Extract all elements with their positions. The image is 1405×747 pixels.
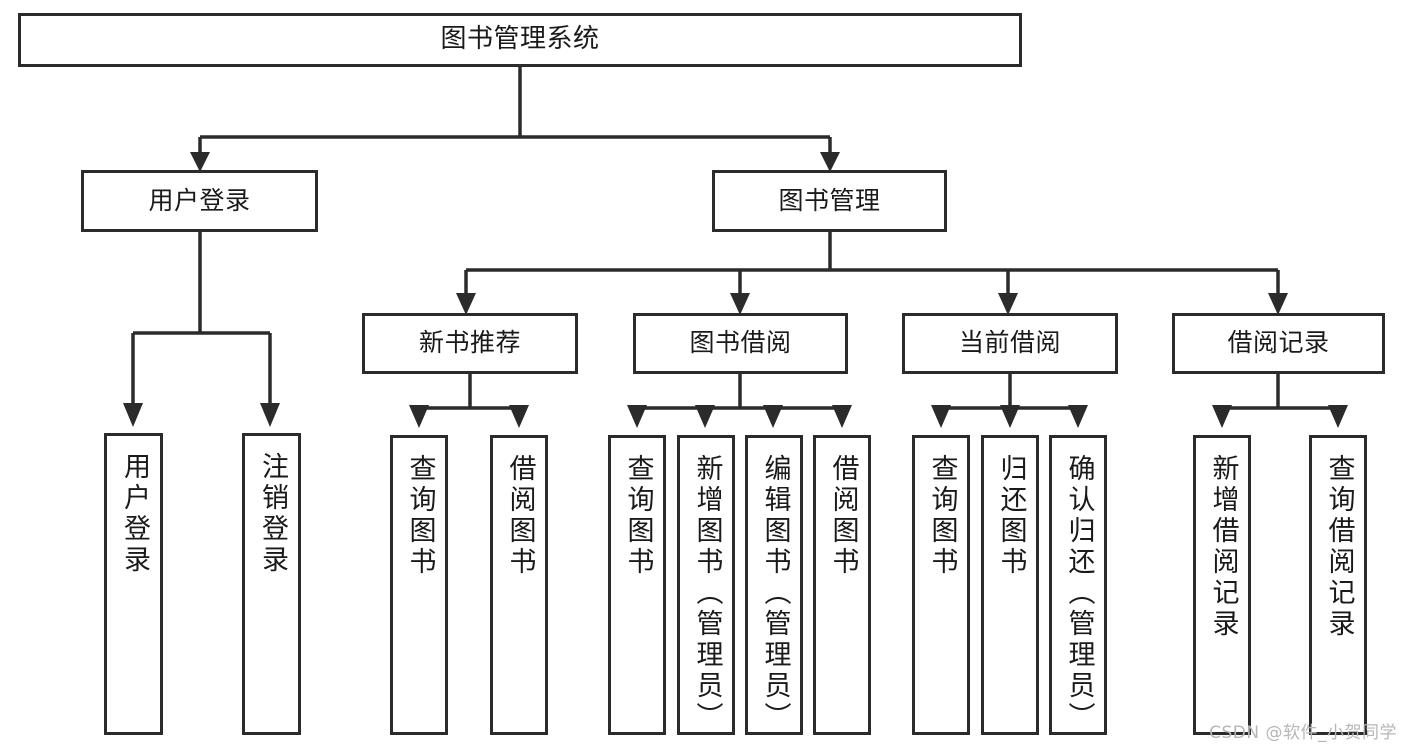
node-label: 查询借阅记录	[1323, 454, 1355, 640]
node-label: 图书管理系统	[440, 24, 600, 55]
node-label: 确认归还（管理员）	[1063, 454, 1095, 733]
node-leaf-query-book-3[interactable]: 查询图书	[912, 435, 970, 735]
node-user-login[interactable]: 用户登录	[81, 170, 318, 232]
node-leaf-edit-book[interactable]: 编辑图书（管理员）	[745, 435, 803, 735]
node-current-borrow[interactable]: 当前借阅	[902, 313, 1118, 374]
node-label: 查询图书	[622, 454, 654, 578]
node-root-system[interactable]: 图书管理系统	[18, 13, 1022, 67]
node-leaf-user-logout[interactable]: 注销登录	[242, 433, 301, 735]
node-label: 查询图书	[926, 454, 958, 578]
node-label: 归还图书	[995, 454, 1027, 578]
node-label: 查询图书	[404, 454, 436, 578]
node-label: 借阅图书	[504, 454, 536, 578]
node-leaf-borrow-book-1[interactable]: 借阅图书	[490, 435, 548, 735]
node-label: 图书管理	[778, 185, 881, 215]
node-leaf-confirm-return[interactable]: 确认归还（管理员）	[1049, 435, 1107, 735]
node-book-borrow[interactable]: 图书借阅	[633, 313, 848, 374]
node-leaf-add-book[interactable]: 新增图书（管理员）	[677, 435, 735, 735]
node-label: 借阅图书	[827, 454, 859, 578]
watermark-text: CSDN @软件_小贺同学	[1209, 723, 1397, 743]
node-leaf-user-login[interactable]: 用户登录	[104, 433, 163, 735]
node-label: 用户登录	[118, 452, 150, 576]
node-label: 用户登录	[148, 185, 251, 215]
node-label: 当前借阅	[958, 328, 1061, 358]
node-leaf-borrow-book-2[interactable]: 借阅图书	[813, 435, 871, 735]
node-label: 新书推荐	[418, 328, 521, 358]
node-book-management[interactable]: 图书管理	[712, 170, 947, 232]
node-leaf-query-book-2[interactable]: 查询图书	[608, 435, 666, 735]
node-new-book-recommend[interactable]: 新书推荐	[362, 313, 578, 374]
node-label: 新增借阅记录	[1207, 454, 1239, 640]
node-label: 注销登录	[256, 452, 288, 576]
node-label: 新增图书（管理员）	[691, 454, 723, 733]
node-leaf-return-book[interactable]: 归还图书	[981, 435, 1039, 735]
node-leaf-query-record[interactable]: 查询借阅记录	[1309, 435, 1367, 735]
node-label: 图书借阅	[689, 328, 792, 358]
node-label: 借阅记录	[1227, 328, 1330, 358]
node-label: 编辑图书（管理员）	[759, 454, 791, 733]
node-borrow-record[interactable]: 借阅记录	[1172, 313, 1385, 374]
node-leaf-query-book-1[interactable]: 查询图书	[390, 435, 448, 735]
node-leaf-add-record[interactable]: 新增借阅记录	[1193, 435, 1251, 735]
